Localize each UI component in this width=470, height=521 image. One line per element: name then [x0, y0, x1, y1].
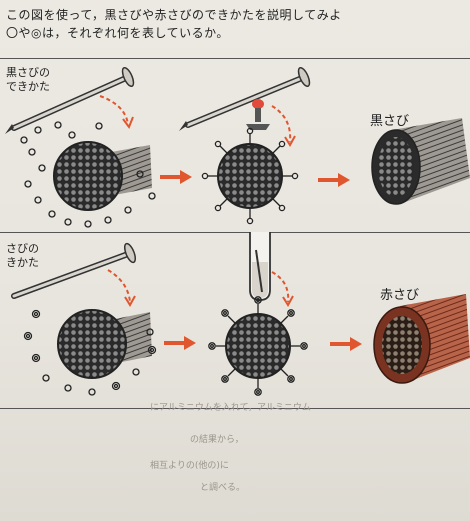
- bottom-title-line-2: きかた: [6, 256, 39, 269]
- background-text-2: の結果から，: [190, 432, 244, 445]
- test-tube-icon: [250, 232, 270, 300]
- background-text-3: 相互よりの(他の)に: [150, 458, 229, 471]
- oxidizing-cluster-2: [209, 297, 307, 395]
- nail-2: [179, 66, 312, 131]
- red-rust-cylinder: [374, 294, 470, 383]
- background-text-4: と調べる。: [200, 480, 245, 493]
- black-rust-label: 黒さび: [370, 110, 409, 129]
- oxidizing-cluster-1: [202, 128, 297, 223]
- top-title-line-1: 黒さびの: [6, 66, 50, 79]
- black-rust-cylinder: [372, 118, 470, 204]
- bottom-title-line-1: さびの: [6, 242, 39, 255]
- iron-bar-2: [58, 310, 152, 378]
- burner-icon: [246, 99, 270, 130]
- background-text-1: にアルミニウムを入れて，アルミニウム: [150, 400, 311, 413]
- top-title-line-2: できかた: [6, 80, 50, 93]
- red-rust-label: 赤さび: [380, 284, 419, 303]
